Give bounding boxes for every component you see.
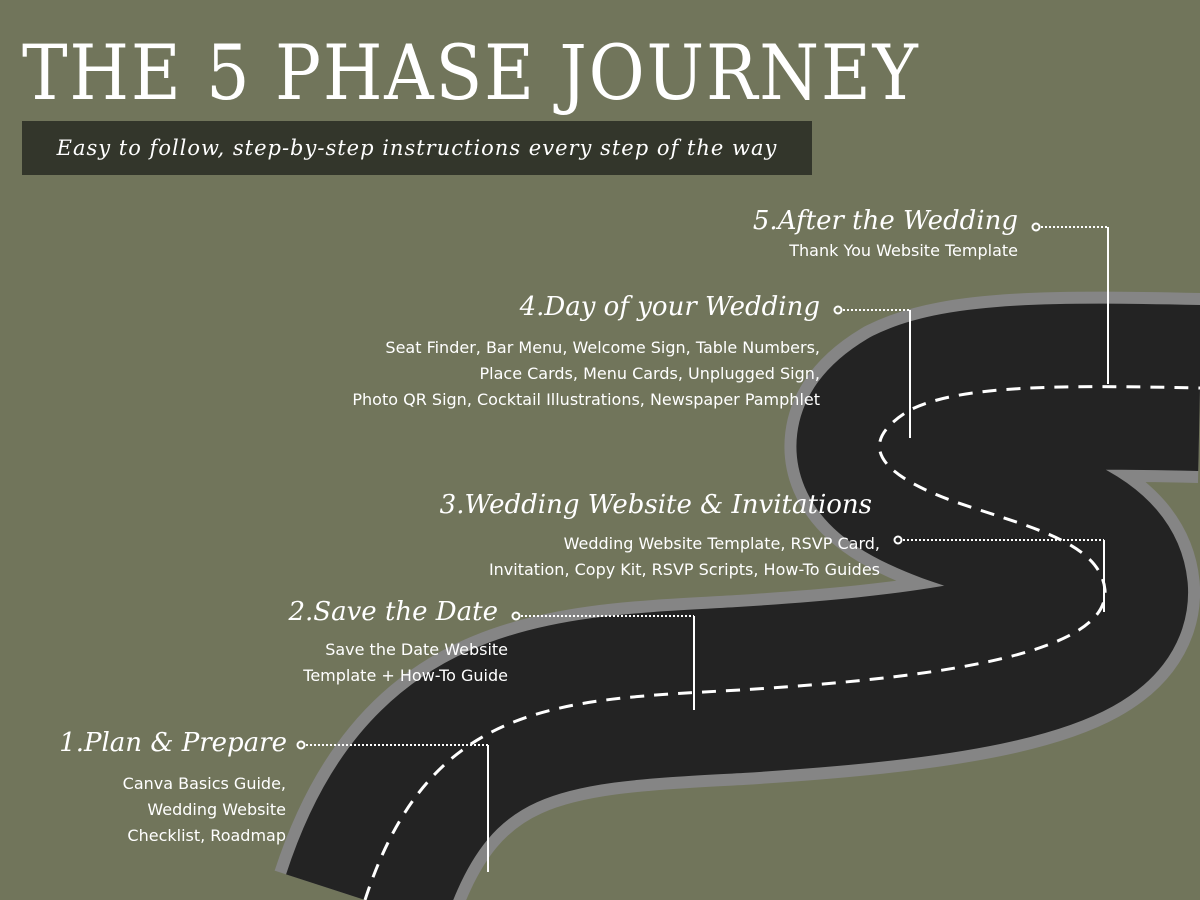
connector-phase-4 [833, 305, 911, 438]
phase-4-line: Photo QR Sign, Cocktail Illustrations, N… [352, 390, 820, 409]
phase-3-title: 3.Wedding Website & Invitations [439, 490, 872, 520]
phase-3-line: Wedding Website Template, RSVP Card, [563, 534, 880, 553]
phase-3-line: Invitation, Copy Kit, RSVP Scripts, How-… [488, 560, 880, 579]
phase-4-line: Seat Finder, Bar Menu, Welcome Sign, Tab… [385, 338, 820, 357]
phase-1-description: Canva Basics Guide, Wedding Website Chec… [123, 771, 286, 849]
subtitle-banner [22, 121, 812, 175]
phase-1-title: 1.Plan & Prepare [59, 728, 287, 758]
connector-phase-3 [893, 535, 1105, 612]
phase-1-line: Canva Basics Guide, [122, 774, 286, 793]
connector-phase-2 [511, 611, 695, 710]
page-title: THE 5 PHASE JOURNEY [22, 28, 920, 117]
phase-1-line: Checklist, Roadmap [127, 826, 286, 845]
phase-2-title: 2.Save the Date [288, 597, 499, 627]
phase-2-line: Template + How-To Guide [303, 666, 508, 685]
phase-1-line: Wedding Website [147, 800, 286, 819]
phase-5-description: Thank You Website Template [789, 238, 1018, 264]
phase-4-description: Seat Finder, Bar Menu, Welcome Sign, Tab… [352, 335, 820, 413]
phase-2-description: Save the Date Website Template + How-To … [303, 637, 508, 689]
phase-5-title: 5.After the Wedding [752, 206, 1018, 236]
connector-phase-1 [296, 740, 489, 872]
phase-5-line: Thank You Website Template [789, 241, 1018, 260]
phase-2-line: Save the Date Website [325, 640, 508, 659]
phase-4-title: 4.Day of your Wedding [519, 292, 820, 322]
phase-3-description: Wedding Website Template, RSVP Card, Inv… [489, 531, 880, 583]
phase-4-line: Place Cards, Menu Cards, Unplugged Sign, [479, 364, 821, 383]
subtitle-text: Easy to follow, step-by-step instruction… [56, 136, 778, 160]
connector-phase-5 [1031, 222, 1109, 384]
